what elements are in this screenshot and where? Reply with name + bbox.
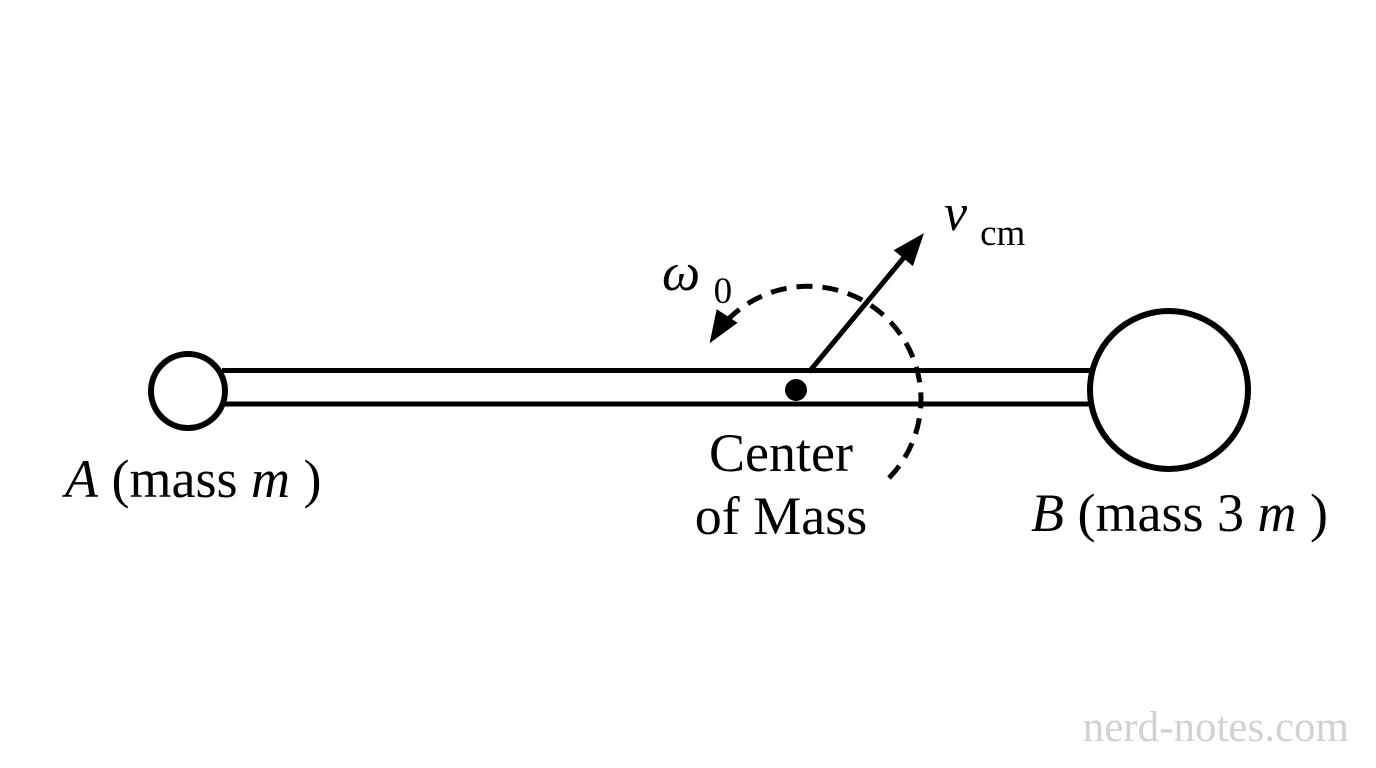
mass-b-ball xyxy=(1087,308,1251,472)
angular-velocity-label: ω 0 xyxy=(662,242,732,312)
velocity-arrow xyxy=(807,233,924,374)
angular-velocity-symbol: ω xyxy=(662,242,700,302)
mass-a-mass-symbol: m xyxy=(251,449,290,509)
watermark: nerd-notes.com xyxy=(1083,704,1349,751)
velocity-label: v cm xyxy=(944,185,1026,254)
velocity-symbol: v xyxy=(944,185,968,242)
mass-a-variable: A xyxy=(62,449,99,509)
velocity-subscript: cm xyxy=(980,213,1025,254)
mass-b-label: B (mass 3 m ) xyxy=(1031,483,1328,543)
mass-b-descriptor: (mass 3 xyxy=(1078,483,1244,543)
mass-a-label: A (mass m ) xyxy=(62,449,321,509)
mass-a-descriptor: (mass xyxy=(112,449,251,509)
mass-a-close-paren: ) xyxy=(303,449,321,509)
diagram-labels: A (mass m ) B (mass 3 m ) Center of Mass… xyxy=(62,185,1328,546)
mass-b-variable: B xyxy=(1031,483,1064,543)
center-of-mass-label-line2: of Mass xyxy=(695,486,868,546)
mass-b-close-paren: ) xyxy=(1310,483,1328,543)
diagram-shapes xyxy=(148,233,1251,480)
mass-a-ball xyxy=(148,351,228,431)
angular-velocity-arc xyxy=(709,283,924,480)
angular-velocity-subscript: 0 xyxy=(714,271,733,312)
center-of-mass-label-line1: Center xyxy=(709,423,853,483)
center-of-mass-dot xyxy=(785,379,807,401)
mass-b-mass-symbol: m xyxy=(1257,483,1296,543)
